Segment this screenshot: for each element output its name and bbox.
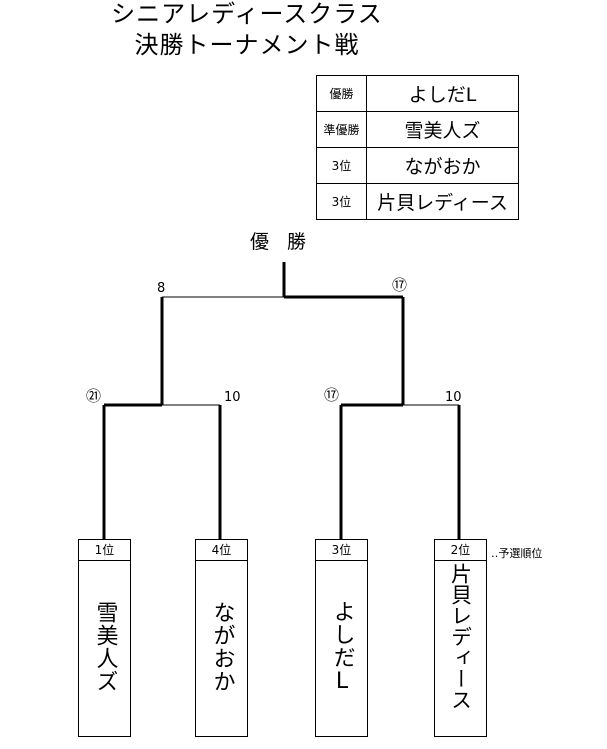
page-title: シニアレディースクラス — [111, 0, 383, 28]
team-box: 3位 よしだL — [315, 539, 368, 737]
result-rank: 3位 — [316, 183, 367, 220]
team-box: 2位 片貝レディース — [434, 539, 487, 737]
result-rank: 優勝 — [316, 75, 367, 112]
final-right-score: ⑰ — [392, 276, 408, 294]
result-team: 片貝レディース — [366, 183, 519, 220]
team-box: 1位 雪美人ズ — [78, 539, 131, 737]
team-seed: 3位 — [316, 540, 367, 561]
results-row: 3位 ながおか — [316, 147, 519, 184]
results-row: 3位 片貝レディース — [316, 183, 519, 220]
results-row: 優勝 よしだL — [316, 75, 519, 112]
team-box: 4位 ながおか — [195, 539, 248, 737]
semi-right-a-score: ⑰ — [324, 386, 340, 404]
team-seed: 1位 — [79, 540, 130, 561]
results-row: 準優勝 雪美人ズ — [316, 111, 519, 148]
result-team: 雪美人ズ — [366, 111, 519, 148]
semi-left-a-score: ㉑ — [86, 387, 102, 405]
seed-note: ‥予選順位 — [491, 547, 543, 560]
result-rank: 準優勝 — [316, 111, 367, 148]
semi-left-b-score: 10 — [224, 390, 241, 405]
team-name: 雪美人ズ — [92, 601, 118, 693]
champion-label: 優 勝 — [250, 231, 313, 253]
page-subtitle: 決勝トーナメント戦 — [134, 31, 360, 59]
result-team: ながおか — [366, 147, 519, 184]
team-seed: 4位 — [196, 540, 247, 561]
team-name: よしだL — [329, 599, 355, 695]
team-name: 片貝レディース — [448, 563, 473, 710]
final-left-score: 8 — [157, 281, 166, 296]
team-seed: 2位 — [435, 540, 486, 561]
team-name: ながおか — [209, 601, 235, 693]
results-table: 優勝 よしだL 準優勝 雪美人ズ 3位 ながおか 3位 片貝レディース — [316, 75, 519, 220]
semi-right-b-score: 10 — [445, 390, 462, 405]
